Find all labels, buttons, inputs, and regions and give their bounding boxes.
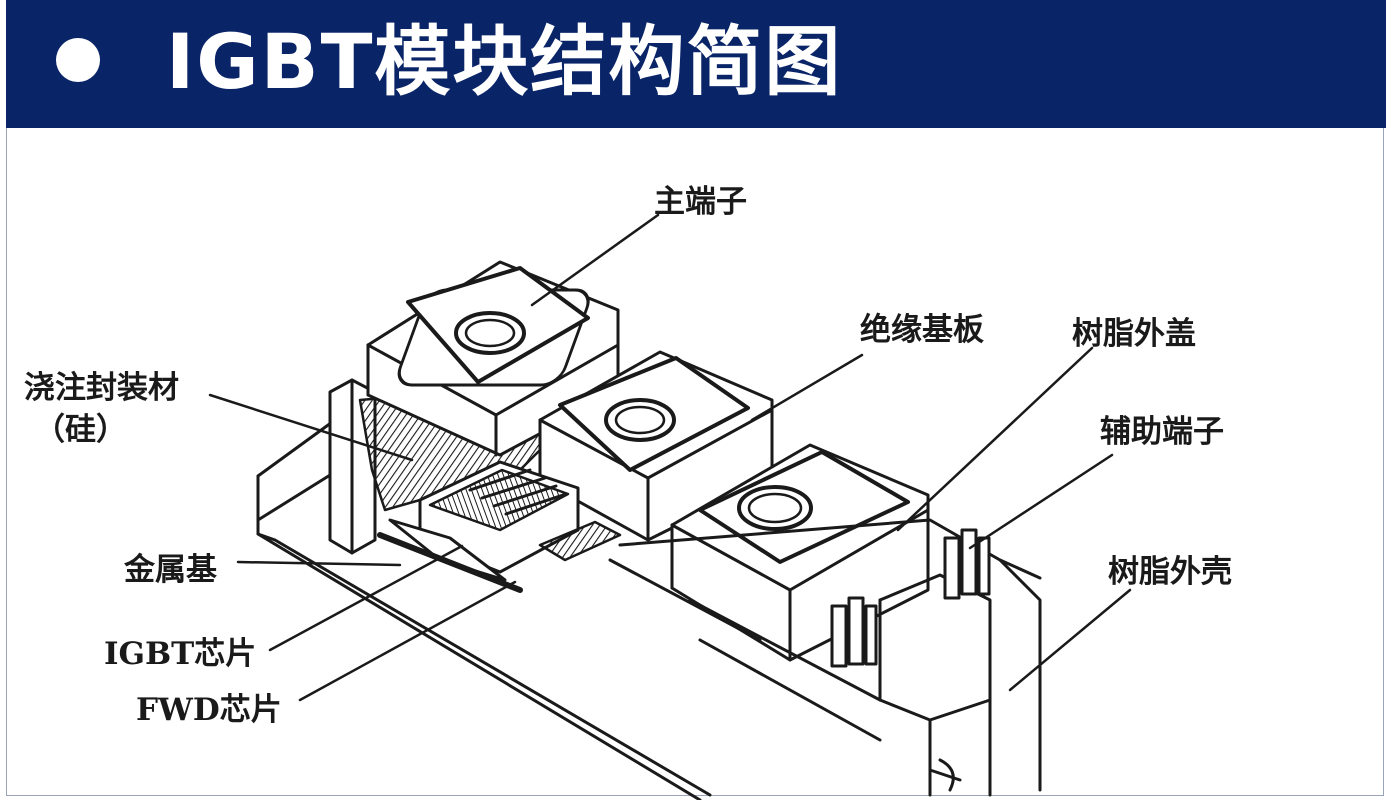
slide-title: IGBT模块结构简图 (166, 17, 843, 106)
igbt-chip-area (377, 460, 580, 593)
label-potting-material: 浇注封装材 (24, 370, 179, 406)
leader-lines (208, 213, 1132, 702)
title-bar: IGBT模块结构简图 (6, 0, 1386, 128)
bullet-icon (56, 38, 100, 82)
fwd-chip-area (538, 520, 622, 562)
metal-base-plate (256, 418, 712, 800)
label-fwd-chip: FWD芯片 (136, 692, 282, 728)
label-igbt-chip: IGBT芯片 (104, 636, 256, 672)
label-resin-cover: 树脂外盖 (1072, 316, 1196, 352)
label-potting-material-sub: （硅） (34, 412, 127, 448)
label-main-terminal: 主端子 (654, 184, 747, 220)
label-resin-shell: 树脂外壳 (1108, 554, 1232, 590)
auxiliary-terminal-2 (830, 596, 878, 668)
label-aux-terminal: 辅助端子 (1100, 414, 1224, 450)
label-metal-base: 金属基 (123, 552, 217, 588)
main-terminal-2 (538, 350, 774, 542)
label-insulating-substrate: 绝缘基板 (860, 312, 984, 348)
